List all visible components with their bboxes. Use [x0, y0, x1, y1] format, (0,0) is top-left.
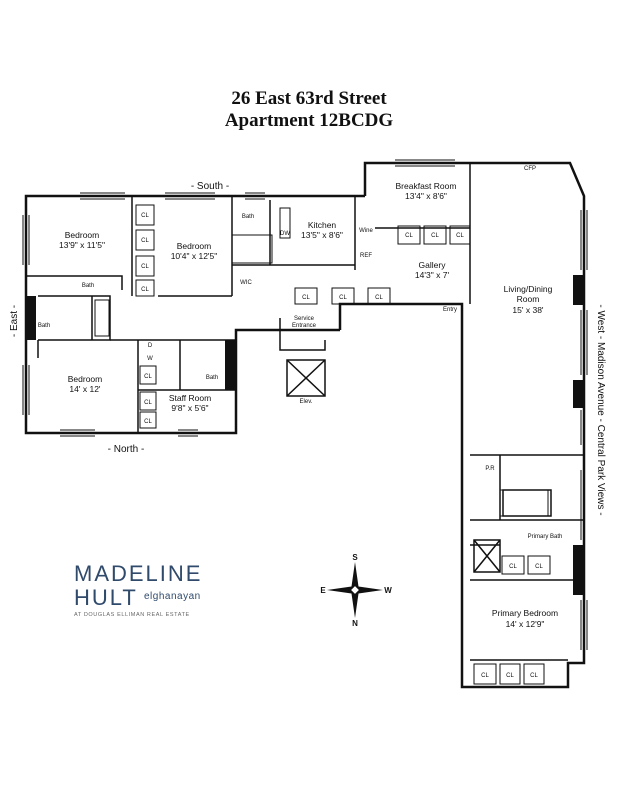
closet-label-18: CL	[530, 673, 538, 679]
room-label-bedroom-sw: Bedroom	[68, 374, 103, 384]
room-label-bedroom-ne: Bedroom	[65, 230, 100, 240]
entrance-label: Entrance	[292, 323, 317, 329]
powder-room-label: P.R	[485, 466, 495, 472]
room-size-living: 15' x 38'	[512, 305, 544, 315]
closet-label-3: CL	[141, 264, 149, 270]
service-label: Service	[294, 316, 315, 322]
room-size-bedroom-n2: 10'4" x 12'5"	[171, 251, 218, 261]
logo-tagline: AT DOUGLAS ELLIMAN REAL ESTATE	[74, 612, 190, 618]
room-label-staff: Staff Room	[169, 393, 211, 403]
entry-label: Entry	[443, 307, 457, 313]
room-label-gallery: Gallery	[419, 260, 447, 270]
room-label-primary-bedroom: Primary Bedroom	[492, 608, 558, 618]
room-label-kitchen: Kitchen	[308, 220, 337, 230]
compass-n: N	[352, 619, 358, 628]
closet-label-4: CL	[141, 287, 149, 293]
elevator-label: Elev.	[300, 399, 313, 405]
compass-icon: S N E W	[320, 553, 392, 628]
closet-label-2: CL	[141, 238, 149, 244]
washer-label: W	[147, 356, 153, 362]
compass-w: W	[384, 586, 392, 595]
room-label-bedroom-n2: Bedroom	[177, 241, 212, 251]
room-size-bedroom-ne: 13'9" x 11'5"	[59, 240, 105, 250]
closet-label-14: CL	[509, 564, 517, 570]
orientation-north: - North -	[108, 444, 145, 455]
closet-label-7: CL	[456, 233, 464, 239]
closet-label-6: CL	[431, 233, 439, 239]
closet-label-16: CL	[481, 673, 489, 679]
bath-label-east: Bath	[82, 283, 94, 289]
room-size-kitchen: 13'5" x 8'6"	[301, 230, 343, 240]
room-size-bedroom-sw: 14' x 12'	[69, 384, 101, 394]
room-label-living-2: Room	[517, 294, 540, 304]
room-size-breakfast: 13'4" x 8'6"	[405, 191, 447, 201]
wine-label: Wine	[359, 228, 373, 234]
closet-label-10: CL	[375, 295, 383, 301]
room-size-primary-bedroom: 14' x 12'9"	[506, 619, 545, 629]
bath-label-east-2: Bath	[38, 323, 50, 329]
room-label-primary-bath: Primary Bath	[528, 534, 563, 540]
orientation-east: - East -	[9, 305, 20, 337]
closet-label-5: CL	[405, 233, 413, 239]
compass-s: S	[352, 553, 358, 562]
dw-label: DW	[280, 231, 290, 237]
bath-label-staff: Bath	[206, 375, 218, 381]
closet-label-12: CL	[144, 400, 152, 406]
orientation-south: - South -	[191, 181, 229, 192]
closet-label-17: CL	[506, 673, 514, 679]
orientation-west: - West - Madison Avenue - Central Park V…	[595, 304, 606, 515]
closet-label-9: CL	[339, 295, 347, 301]
closet-label-13: CL	[144, 419, 152, 425]
bath-label-north: Bath	[242, 214, 254, 220]
logo-partner: elghanayan	[144, 591, 201, 602]
compass-e: E	[320, 586, 326, 595]
room-label-breakfast: Breakfast Room	[396, 181, 457, 191]
wall-left-wing	[24, 194, 365, 435]
room-label-living-1: Living/Dining	[504, 284, 553, 294]
logo-madeline: MADELINE	[74, 561, 203, 586]
wall-corridor	[338, 161, 586, 689]
wic-label: WIC	[240, 280, 252, 286]
closet-label-15: CL	[535, 564, 543, 570]
dryer-label: D	[148, 343, 153, 349]
closet-label-11: CL	[144, 374, 152, 380]
cfp-label: CFP	[524, 166, 536, 172]
ref-label: REF	[360, 253, 372, 259]
title-address: 26 East 63rd Street	[231, 88, 387, 109]
room-size-gallery: 14'3" x 7'	[415, 270, 450, 280]
closet-label-1: CL	[141, 213, 149, 219]
room-size-staff: 9'8" x 5'6"	[171, 403, 208, 413]
closet-label-8: CL	[302, 295, 310, 301]
logo-hult: HULT	[74, 585, 138, 610]
title-apartment: Apartment 12BCDG	[224, 110, 394, 131]
